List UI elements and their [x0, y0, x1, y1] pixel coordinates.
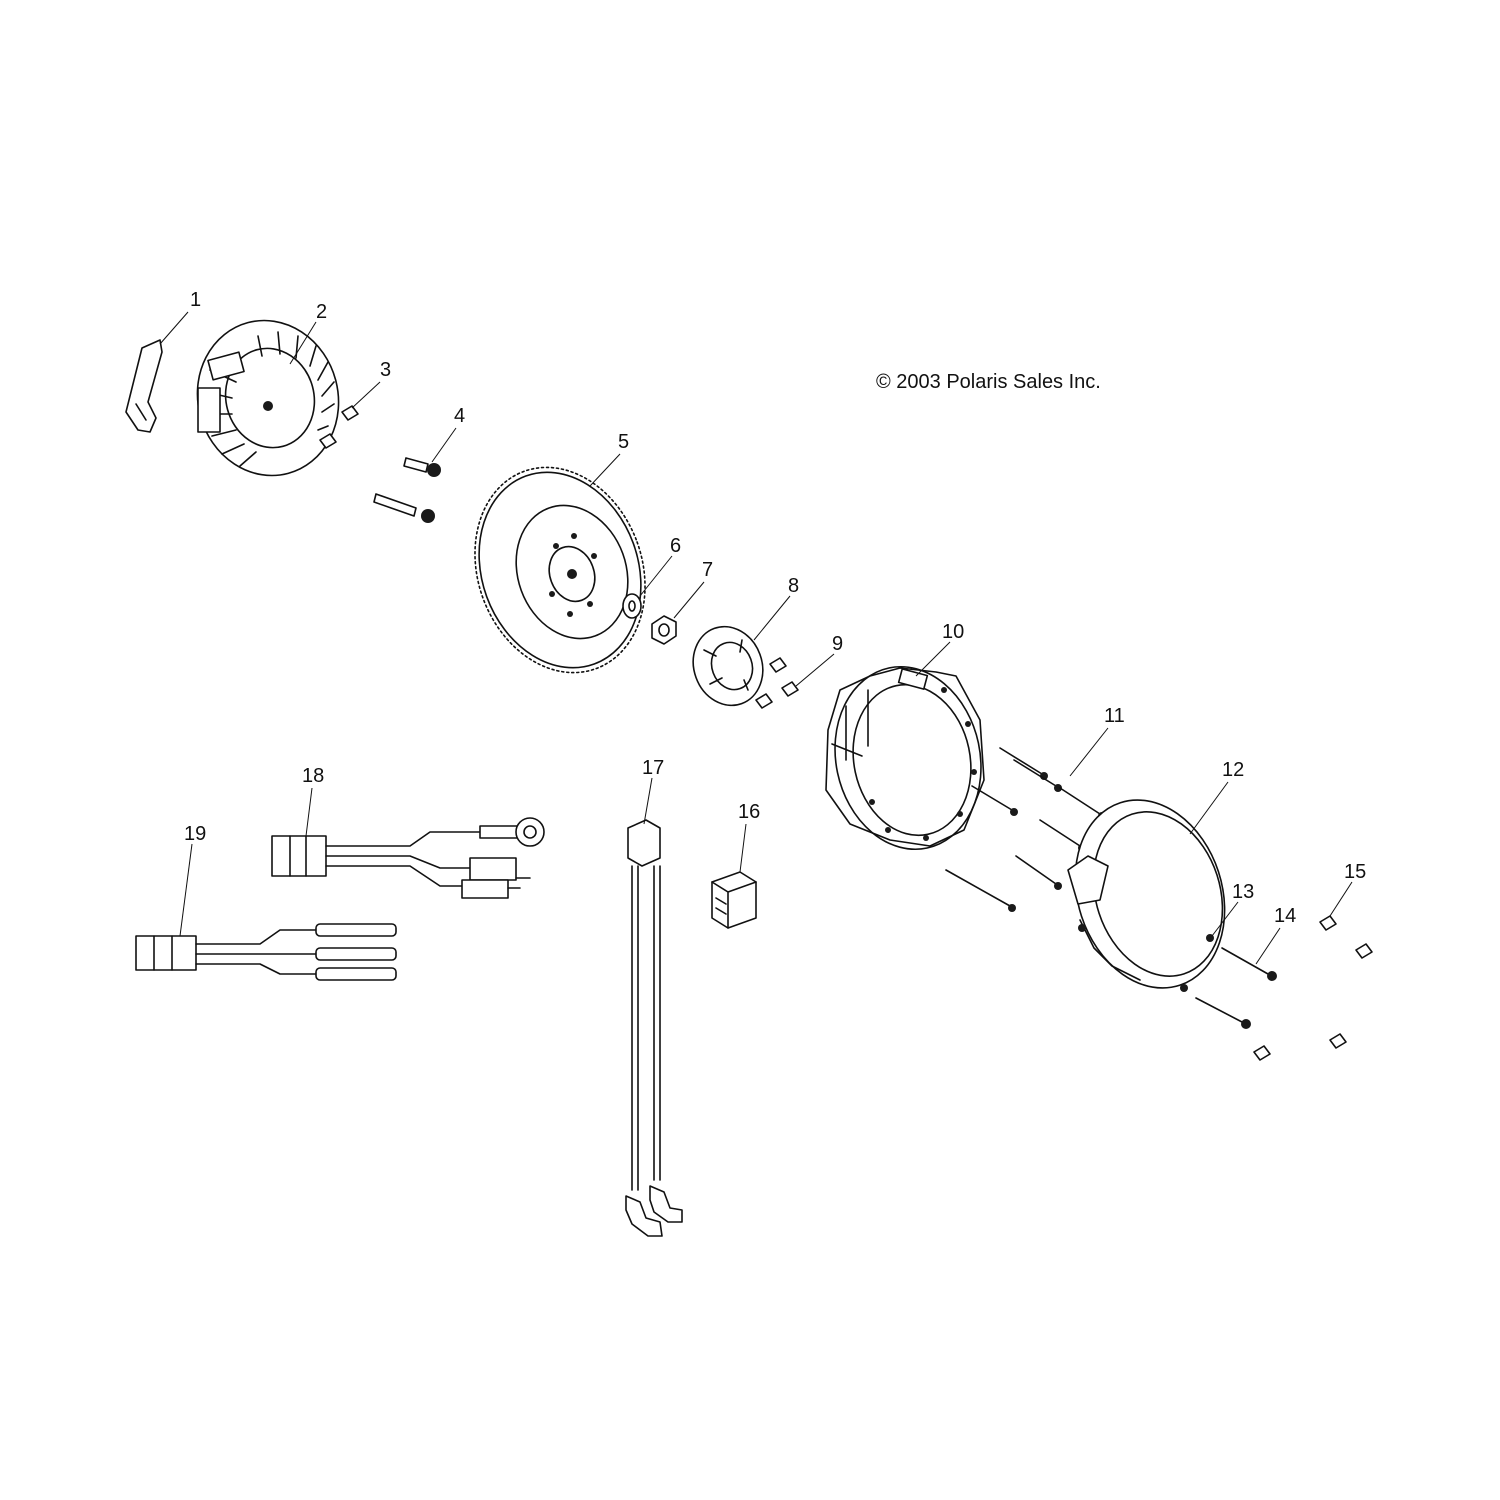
- part-8-starter-clutch: [692, 625, 764, 707]
- callout-12: 12: [1222, 759, 1244, 781]
- part-15-screws: [1253, 915, 1373, 1061]
- callout-9: 9: [832, 633, 843, 655]
- callout-18: 18: [302, 765, 324, 787]
- callout-16: 16: [738, 801, 760, 823]
- leader-lines: [159, 311, 1353, 965]
- part-6-washer: [622, 593, 642, 619]
- callout-14: 14: [1274, 905, 1296, 927]
- callout-2: 2: [316, 301, 327, 323]
- part-17-ignition-coil: [625, 819, 683, 1237]
- part-16-regulator: [711, 871, 757, 929]
- part-2-stator: [196, 319, 340, 477]
- part-1-bracket: [125, 339, 163, 433]
- callout-7: 7: [702, 559, 713, 581]
- callout-13: 13: [1232, 881, 1254, 903]
- part-5-flywheel: [474, 466, 646, 674]
- part-10-housing: [825, 665, 985, 851]
- part-12-cover: [1067, 799, 1226, 989]
- callout-3: 3: [380, 359, 391, 381]
- part-9-screws: [755, 657, 799, 709]
- callout-5: 5: [618, 431, 629, 453]
- callout-10: 10: [942, 621, 964, 643]
- callout-8: 8: [788, 575, 799, 597]
- callout-15: 15: [1344, 861, 1366, 883]
- part-3-screws: [319, 405, 359, 449]
- part-19-harness: [135, 923, 397, 981]
- part-4-bolts: [373, 457, 441, 523]
- callout-19: 19: [184, 823, 206, 845]
- callout-4: 4: [454, 405, 465, 427]
- copyright-notice: © 2003 Polaris Sales Inc.: [876, 371, 1101, 393]
- part-18-harness: [271, 817, 545, 899]
- callout-labels: 1 2 3 4 5 6 7 8 9 10 11 12 13 14 15 16 1…: [184, 289, 1366, 927]
- callout-17: 17: [642, 757, 664, 779]
- callout-6: 6: [670, 535, 681, 557]
- callout-11: 11: [1104, 705, 1125, 727]
- callout-1: 1: [190, 289, 201, 311]
- part-7-nut: [651, 615, 677, 645]
- part-14-long-bolts: [1195, 947, 1277, 1029]
